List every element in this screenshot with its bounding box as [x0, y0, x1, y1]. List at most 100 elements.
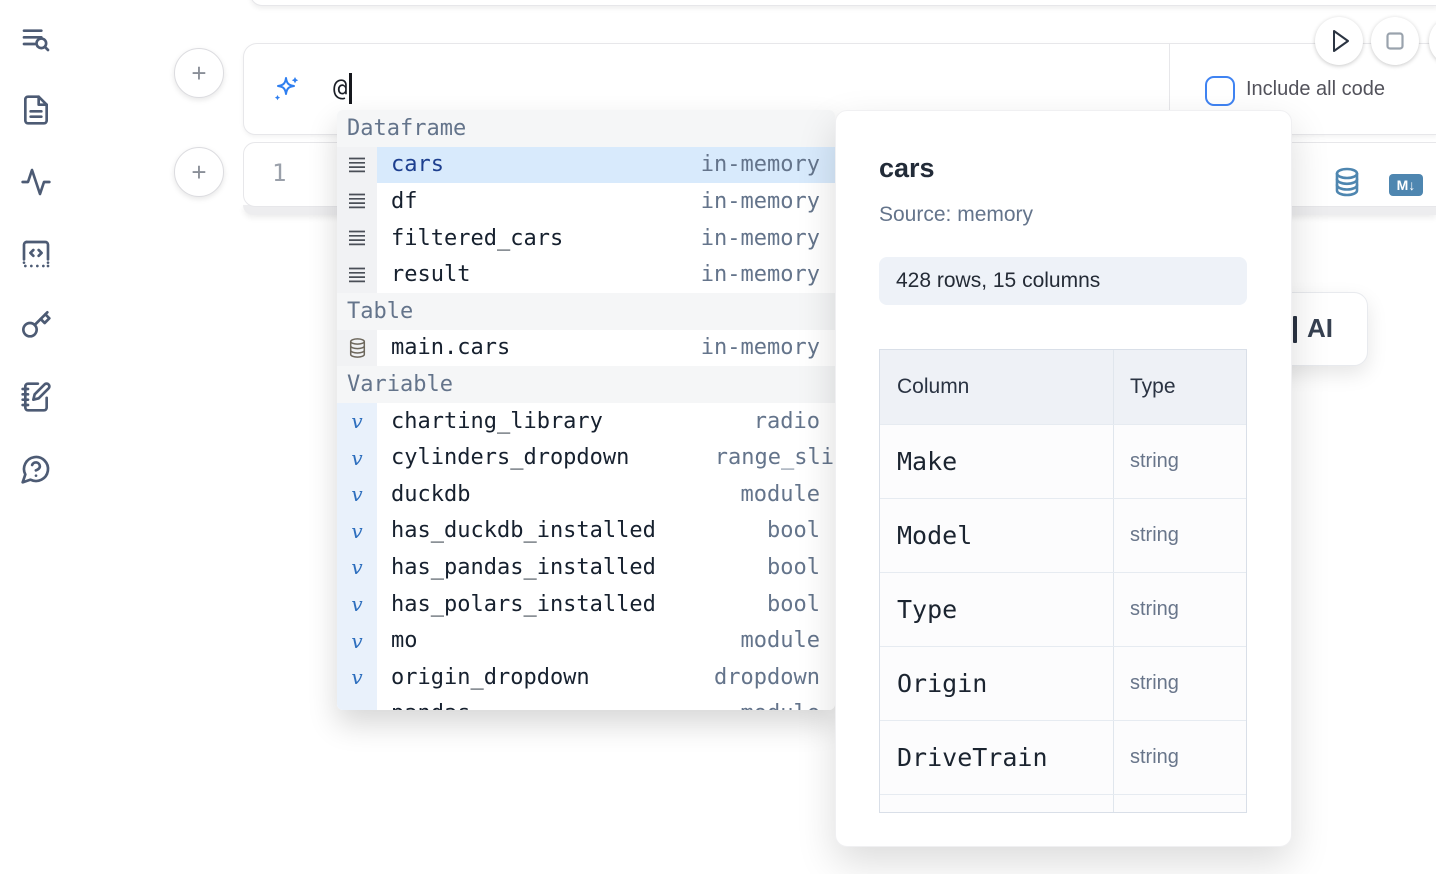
include-all-code-label: Include all code: [1246, 78, 1385, 100]
file-text-icon[interactable]: [20, 94, 52, 126]
completion-item-name: mo: [391, 628, 418, 654]
variable-icon: v: [351, 628, 363, 653]
type-header: Type: [1130, 375, 1176, 398]
variable-icon: v: [351, 409, 363, 434]
list-search-icon[interactable]: [20, 24, 52, 56]
run-cell-button[interactable]: [1315, 17, 1363, 65]
variable-icon: v: [351, 704, 362, 710]
completion-item-gutter: v: [337, 146, 377, 184]
convert-to-markdown-icon[interactable]: M↓: [1389, 173, 1423, 196]
add-cell-button-bottom[interactable]: +: [174, 147, 224, 197]
completion-section-header: Table: [337, 292, 835, 330]
completion-item[interactable]: v df in-memory: [337, 183, 835, 220]
completion-item-name: has_pandas_installed: [391, 554, 656, 580]
schema-column-name: DriveTrain: [897, 743, 1048, 772]
schema-column-name: Model: [897, 521, 973, 550]
activity-icon[interactable]: [20, 166, 52, 198]
snippets-code-square-icon[interactable]: [20, 238, 52, 270]
completion-item-name: result: [391, 262, 471, 288]
sparkles-icon: [271, 75, 301, 105]
completion-item-gutter: v: [337, 219, 377, 257]
completion-item-name: cylinders_dropdown: [391, 445, 630, 471]
completion-item-gutter: v: [337, 402, 377, 440]
completion-item-name: charting_library: [391, 408, 603, 434]
completion-item[interactable]: v origin_dropdown dropdown: [337, 658, 835, 696]
completion-item[interactable]: v has_pandas_installed bool: [337, 549, 835, 586]
ai-button-label: AI: [1307, 313, 1333, 343]
schema-column-name: Type: [897, 595, 958, 624]
notebook-pen-icon[interactable]: [20, 381, 52, 413]
schema-table-header: Column Type: [880, 350, 1246, 424]
variable-icon: v: [351, 555, 363, 580]
key-icon[interactable]: [20, 309, 52, 341]
completion-item-type: in-memory: [700, 152, 820, 178]
completion-item[interactable]: v has_polars_installed bool: [337, 585, 835, 623]
schema-column-type: string: [1130, 450, 1179, 472]
convert-to-sql-icon[interactable]: [1333, 167, 1361, 202]
section-label: Variable: [347, 371, 453, 397]
include-all-code-checkbox[interactable]: [1205, 76, 1235, 106]
completion-item-type: in-memory: [700, 225, 820, 251]
completion-item-gutter: v: [337, 183, 377, 220]
detail-shape-text: 428 rows, 15 columns: [896, 269, 1101, 292]
detail-title: cars: [879, 153, 935, 183]
schema-table: Column Type Make string Model string Typ…: [879, 349, 1247, 813]
completion-item[interactable]: v mo module: [337, 622, 835, 659]
completion-item-type: dropdown: [714, 664, 820, 690]
extra-cell-button[interactable]: [1429, 17, 1436, 65]
completion-item[interactable]: v has_duckdb_installed bool: [337, 512, 835, 550]
completion-section-header: Dataframe: [337, 110, 835, 147]
completion-item-gutter: v: [337, 658, 377, 696]
completion-item-name: pandas: [391, 701, 470, 710]
variable-icon: v: [351, 665, 363, 690]
completion-item[interactable]: v pandas module: [337, 695, 835, 710]
completion-item-gutter: v: [337, 512, 377, 550]
completion-item-name: has_polars_installed: [391, 591, 656, 617]
schema-table-row: Type string: [880, 572, 1246, 646]
dataframe-detail-panel: cars Source: memory 428 rows, 15 columns…: [835, 110, 1292, 847]
completion-item-type: range_sli: [714, 445, 834, 471]
completion-item-gutter: v: [337, 256, 377, 293]
schema-table-row: Origin string: [880, 646, 1246, 720]
completion-item-name: duckdb: [391, 481, 471, 507]
completion-section-header: Variable: [337, 366, 835, 403]
schema-column-type: string: [1130, 672, 1179, 694]
completion-item[interactable]: v duckdb module: [337, 475, 835, 513]
completion-item-name: cars: [391, 152, 444, 178]
ai-prompt-input[interactable]: @: [333, 74, 348, 102]
completion-item-gutter: v: [337, 329, 377, 367]
detail-shape-badge: 428 rows, 15 columns: [879, 257, 1247, 305]
completion-item-name: has_duckdb_installed: [391, 518, 656, 544]
clipped-letter-stem: [1293, 316, 1297, 343]
completion-item-type: in-memory: [700, 335, 820, 361]
schema-table-row: [880, 794, 1246, 812]
completion-item[interactable]: v charting_library radio: [337, 402, 835, 440]
completion-item-name: origin_dropdown: [391, 664, 590, 690]
schema-column-name: Make: [897, 447, 958, 476]
dataframe-rows-icon: [348, 193, 366, 209]
completion-item[interactable]: v main.cars in-memory: [337, 329, 835, 367]
completion-item[interactable]: v result in-memory: [337, 256, 835, 293]
completion-item-gutter: v: [337, 695, 377, 710]
completion-item[interactable]: v filtered_cars in-memory: [337, 219, 835, 257]
add-cell-button-top[interactable]: +: [174, 48, 224, 98]
dataframe-rows-icon: [348, 267, 366, 283]
completion-item-gutter: v: [337, 439, 377, 476]
completion-item[interactable]: v cars in-memory: [337, 146, 835, 184]
schema-table-row: DriveTrain string: [880, 720, 1246, 794]
column-header: Column: [880, 350, 1114, 424]
completion-item-gutter: v: [337, 549, 377, 586]
completion-item[interactable]: v cylinders_dropdown range_sli: [337, 439, 835, 476]
line-number: 1: [272, 159, 287, 187]
completion-item-name: main.cars: [391, 335, 511, 361]
variable-icon: v: [351, 592, 363, 617]
completion-item-gutter: v: [337, 622, 377, 659]
completion-item-gutter: v: [337, 585, 377, 623]
section-label: Table: [347, 298, 414, 324]
help-chat-icon[interactable]: [20, 453, 52, 485]
stop-cell-button[interactable]: [1371, 17, 1419, 65]
completion-item-type: module: [740, 481, 820, 507]
completion-item-type: in-memory: [700, 188, 820, 214]
variable-icon: v: [351, 482, 363, 507]
